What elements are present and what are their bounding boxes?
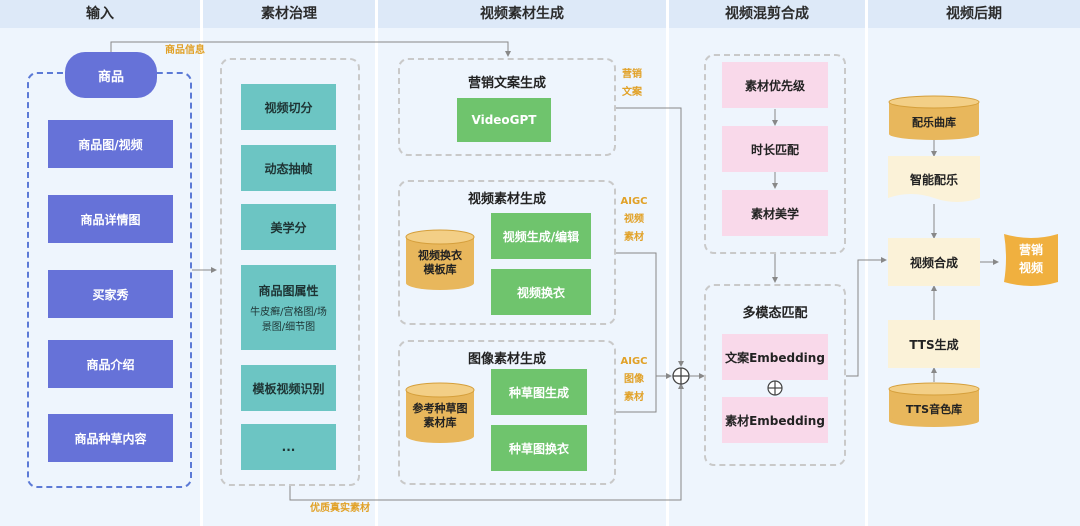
tag-aigc-video-3: 素材 [624, 232, 644, 243]
gov-aesthetic-score: 美学分 [241, 204, 336, 250]
tag-aigc-video-2: 视频 [624, 214, 644, 225]
tts-generate-node: TTS生成 [888, 320, 980, 368]
smart-music-doc-shape [888, 156, 980, 202]
gov-attr-title: 商品图属性 [258, 284, 319, 298]
video-db-line-2: 模板库 [423, 263, 457, 276]
output-line-1: 营销 [1018, 243, 1043, 257]
gov-attr-detail-2: 景图/细节图 [261, 322, 316, 333]
video-gen-title: 视频素材生成 [467, 192, 546, 207]
marketing-video-output-shape [1004, 234, 1058, 286]
gov-more: ... [241, 424, 336, 470]
video-template-db-label: 视频换衣 模板库 [405, 249, 475, 277]
column-header-input: 输入 [0, 0, 200, 28]
music-library-db-icon [888, 95, 980, 140]
seeding-image-generate: 种草图生成 [491, 369, 587, 415]
video-generate-edit: 视频生成/编辑 [491, 213, 591, 259]
image-gen-title: 图像素材生成 [467, 352, 546, 367]
tag-quality-material: 优质真实素材 [310, 503, 370, 514]
tag-aigc-image-3: 素材 [624, 392, 644, 403]
multimodal-match-title: 多模态匹配 [742, 306, 808, 321]
input-item-buyer-show: 买家秀 [48, 270, 173, 318]
mix-material-aesthetics: 素材美学 [722, 190, 828, 236]
tts-voice-library-label: TTS音色库 [905, 403, 963, 416]
column-header-post: 视频后期 [868, 0, 1080, 28]
gov-frame-extract: 动态抽帧 [241, 145, 336, 191]
mix-duration-match: 时长匹配 [722, 126, 828, 172]
music-library-label: 配乐曲库 [912, 116, 956, 129]
column-header-governance: 素材治理 [203, 0, 375, 28]
seeding-image-outfit-swap: 种草图换衣 [491, 425, 587, 471]
image-db-line-1: 参考种草图 [412, 402, 468, 415]
tag-aigc-video-1: AIGC [620, 196, 648, 207]
seeding-image-db-icon [405, 382, 475, 443]
governance-group [220, 58, 360, 486]
column-header-generation: 视频素材生成 [378, 0, 666, 28]
video-outfit-swap: 视频换衣 [491, 269, 591, 315]
text-embedding-node: 文案Embedding [722, 334, 828, 380]
column-header-mixing: 视频混剪合成 [669, 0, 865, 28]
tag-aigc-image-1: AIGC [620, 356, 648, 367]
videogpt-node: VideoGPT [457, 98, 551, 142]
smart-music-label: 智能配乐 [909, 173, 958, 187]
marketing-video-output-label: 营销 视频 [1000, 243, 1062, 275]
gov-image-attributes: 商品图属性 牛皮癣/宫格图/场 景图/细节图 [241, 265, 336, 350]
tag-copy-line-2: 文案 [622, 87, 642, 98]
video-template-db-icon [405, 229, 475, 290]
tag-product-info: 商品信息 [165, 45, 205, 56]
input-item-product-intro: 商品介绍 [48, 340, 173, 388]
tag-copy-line-1: 营销 [622, 69, 642, 80]
output-line-2: 视频 [1018, 261, 1043, 275]
mixing-rules-group [704, 54, 846, 254]
copy-gen-group [398, 58, 616, 156]
tag-aigc-image-2: 图像 [624, 374, 644, 385]
gov-template-recognition: 模板视频识别 [241, 365, 336, 411]
image-db-line-2: 素材库 [423, 416, 457, 429]
gov-video-split: 视频切分 [241, 84, 336, 130]
image-gen-group [398, 340, 616, 485]
input-item-product-media: 商品图/视频 [48, 120, 173, 168]
video-db-line-1: 视频换衣 [418, 249, 462, 262]
product-node: 商品 [65, 52, 157, 98]
video-compose-node: 视频合成 [888, 238, 980, 286]
seeding-image-db-label: 参考种草图 素材库 [405, 402, 475, 430]
multimodal-match-group [704, 284, 846, 466]
mix-material-priority: 素材优先级 [722, 62, 828, 108]
input-item-product-detail: 商品详情图 [48, 195, 173, 243]
gov-attr-detail-1: 牛皮癣/宫格图/场 [250, 307, 327, 318]
tag-aigc-video: AIGC 视频 素材 [618, 195, 650, 245]
tts-voice-library-db-icon [888, 382, 980, 427]
copy-gen-title: 营销文案生成 [467, 76, 546, 91]
tag-copy: 营销 文案 [618, 68, 646, 100]
input-item-seeding-content: 商品种草内容 [48, 414, 173, 462]
video-gen-group [398, 180, 616, 325]
tag-aigc-image: AIGC 图像 素材 [618, 355, 650, 405]
material-embedding-node: 素材Embedding [722, 397, 828, 443]
